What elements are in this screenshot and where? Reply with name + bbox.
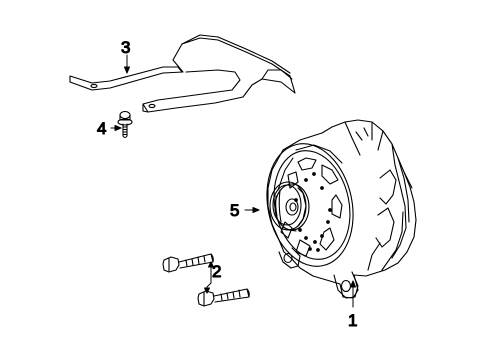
callout-leaders bbox=[110, 54, 356, 308]
drive-pulley bbox=[269, 181, 310, 232]
mounting-bolt-upper bbox=[162, 253, 214, 273]
bracket-hole bbox=[90, 83, 98, 89]
callout-label-4: 4 bbox=[97, 119, 106, 138]
mounting-ear-hole bbox=[283, 252, 293, 264]
bracket-bolt bbox=[117, 110, 133, 139]
bracket-hole bbox=[148, 103, 156, 109]
heat-shield-bracket bbox=[69, 34, 296, 113]
callout-label-5: 5 bbox=[230, 201, 239, 220]
alternator bbox=[266, 119, 417, 299]
callout-label-3: 3 bbox=[121, 38, 130, 57]
mounting-bolt-lower bbox=[197, 288, 250, 307]
mounting-ear-hole bbox=[340, 279, 352, 293]
callout-label-2: 2 bbox=[212, 262, 221, 281]
callout-label-1: 1 bbox=[348, 311, 357, 330]
